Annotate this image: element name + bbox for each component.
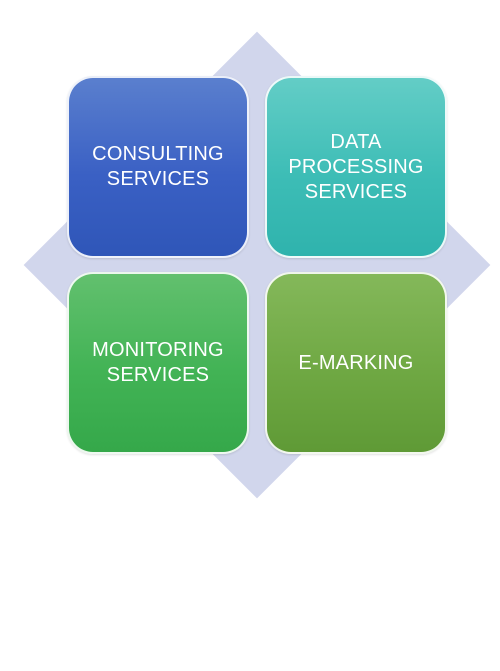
tile-label-data-processing-services: DATA PROCESSING SERVICES (288, 130, 424, 203)
tile-data-processing-services: DATA PROCESSING SERVICES (265, 76, 447, 258)
tile-e-marking: E-MARKING (265, 272, 447, 454)
tile-monitoring-services: MONITORING SERVICES (67, 272, 249, 454)
tile-label-monitoring-services: MONITORING SERVICES (92, 339, 224, 386)
tile-consulting-services: CONSULTING SERVICES (67, 76, 249, 258)
tile-label-e-marking: E-MARKING (298, 351, 414, 374)
tile-label-consulting-services: CONSULTING SERVICES (92, 143, 224, 190)
